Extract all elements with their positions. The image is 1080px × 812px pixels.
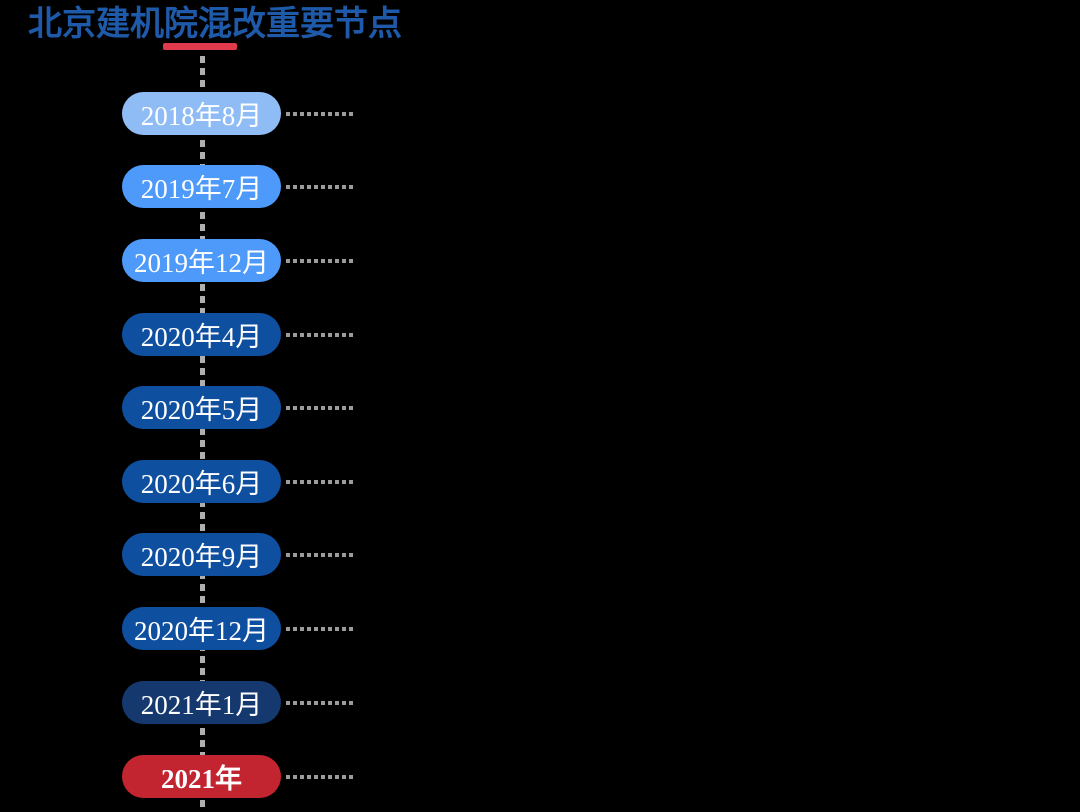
timeline-axis-line	[200, 56, 205, 812]
timeline-node-pill: 2021年1月	[122, 681, 281, 724]
timeline-node-pill: 2019年7月	[122, 165, 281, 208]
dotted-leader-line	[286, 406, 356, 410]
timeline-node-label: 2021年1月	[140, 690, 263, 720]
timeline-node-pill: 2020年4月	[122, 313, 281, 356]
dotted-leader-line	[286, 333, 356, 337]
timeline-node-label: 2020年5月	[140, 395, 263, 425]
title-underline-accent	[163, 43, 237, 50]
dotted-leader-line	[286, 627, 356, 631]
timeline-node-pill: 2021年	[122, 755, 281, 798]
dotted-leader-line	[286, 701, 356, 705]
timeline-node-label: 2020年12月	[134, 616, 269, 646]
dotted-leader-line	[286, 480, 356, 484]
timeline-node-pill: 2020年12月	[122, 607, 281, 650]
timeline-node-pill: 2018年8月	[122, 92, 281, 135]
timeline-node-label: 2020年6月	[140, 469, 263, 499]
timeline-node-label: 2019年12月	[134, 248, 269, 278]
timeline-node-pill: 2020年9月	[122, 533, 281, 576]
timeline-node-pill: 2019年12月	[122, 239, 281, 282]
dotted-leader-line	[286, 259, 356, 263]
page-title: 北京建机院混改重要节点	[28, 5, 402, 43]
timeline-node-label: 2021年	[161, 764, 242, 794]
timeline-node-pill: 2020年5月	[122, 386, 281, 429]
timeline-node-label: 2019年7月	[140, 174, 263, 204]
timeline-node-pill: 2020年6月	[122, 460, 281, 503]
dotted-leader-line	[286, 775, 356, 779]
timeline-node-label: 2020年4月	[140, 322, 263, 352]
timeline-node-label: 2018年8月	[140, 101, 263, 131]
dotted-leader-line	[286, 553, 356, 557]
dotted-leader-line	[286, 185, 356, 189]
dotted-leader-line	[286, 112, 356, 116]
timeline-node-label: 2020年9月	[140, 542, 263, 572]
